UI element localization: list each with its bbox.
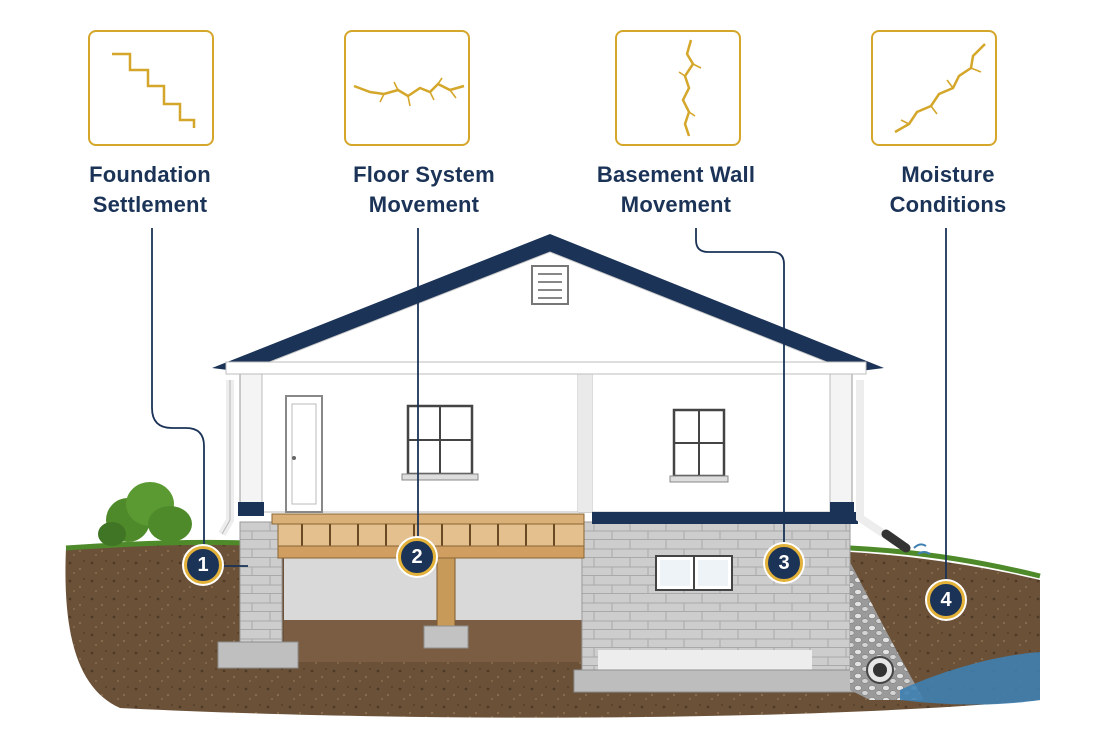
groundwater [900,652,1040,705]
wood-support-post [436,557,456,629]
interior-wall [578,372,592,512]
foundation-settlement-icon-box [88,30,214,146]
basement-slab [598,650,812,672]
left-foundation-pier [239,521,283,645]
downspout-right [856,380,899,546]
window-right-room [669,408,729,483]
left-footing [217,641,299,669]
concrete-pier-pad [423,625,469,649]
floor-joists [277,523,585,547]
downspout-left [218,380,234,536]
leader-lines [151,228,947,580]
interior-door [285,395,323,513]
basement-window [655,555,733,591]
diagonal-crack-icon [894,43,986,134]
gable-vent [531,265,569,305]
basement-rim [592,512,858,524]
badge-3: 3 [765,544,803,582]
grass-right [849,545,1041,579]
stair-step-crack-icon [112,52,196,128]
moisture-icon-box [871,30,997,146]
floor-system-icon-box [344,30,470,146]
badge-2: 2 [398,538,436,576]
rim-joist [271,513,585,525]
badge-4: 4 [927,581,965,619]
badge-1: 1 [184,546,222,584]
water-splash [913,543,931,555]
basement-wall-icon-box [615,30,741,146]
basement-footing [573,669,861,693]
floor-system-label: Floor System Movement [353,162,495,217]
basement-wall-label: Basement Wall Movement [596,162,756,217]
foundation-settlement-label: Foundation Settlement [89,162,211,217]
horizontal-crack-icon [353,77,465,107]
vertical-crack-icon [678,39,702,137]
shrub [98,482,192,546]
fascia [225,361,867,375]
window-left-room [401,404,479,481]
moisture-label: Moisture Conditions [889,162,1007,217]
